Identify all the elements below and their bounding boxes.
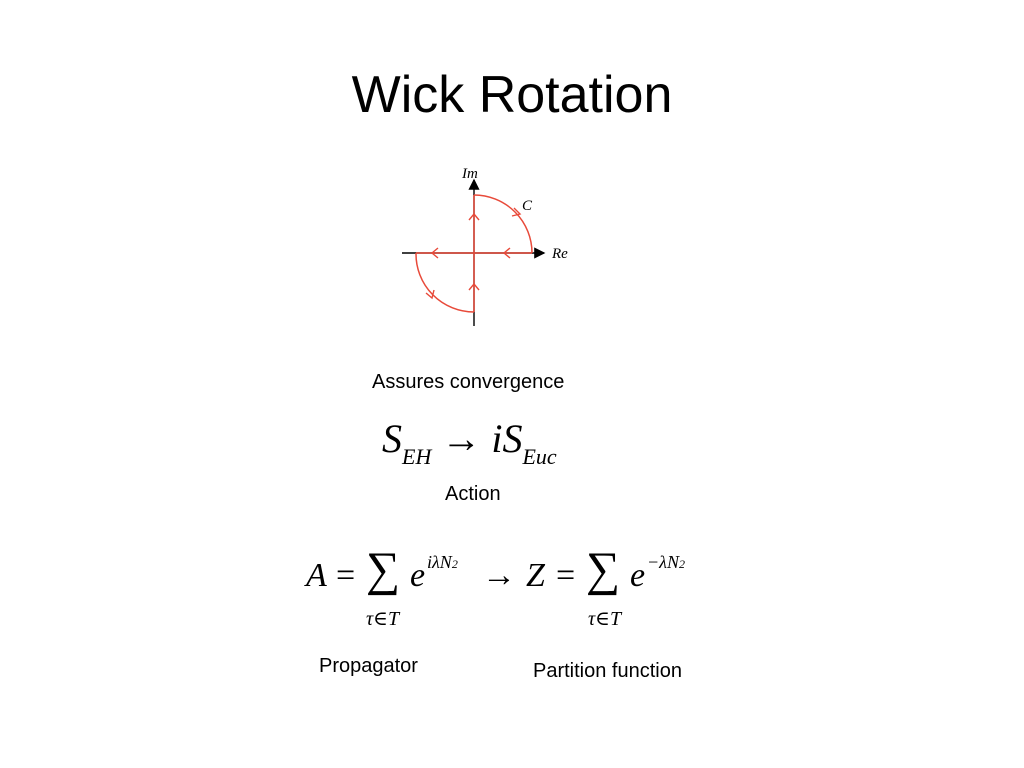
sum-equation: A = ∑ τ∈T e iλN2 → Z = ∑ τ∈T e −λN2 bbox=[300, 538, 720, 638]
sum-exponent-1: iλN2 bbox=[427, 552, 458, 572]
sum-sigma-1: ∑ bbox=[366, 543, 401, 596]
sum-eq-sign-2: = bbox=[556, 557, 576, 594]
sum-limit-1: τ∈T bbox=[366, 608, 400, 630]
action-rhs-sub: Euc bbox=[522, 444, 557, 469]
contour-label: C bbox=[522, 198, 533, 214]
wick-contour-diagram: Im Re C bbox=[402, 166, 568, 326]
action-lhs-sub: EH bbox=[402, 444, 432, 469]
slide-title: Wick Rotation bbox=[351, 66, 673, 124]
sum-e-1: e bbox=[410, 557, 426, 594]
sum-sigma-2: ∑ bbox=[586, 543, 621, 596]
caption-action: Action bbox=[445, 483, 501, 505]
sum-arrow: → bbox=[482, 557, 516, 594]
sum-a: A bbox=[306, 557, 327, 594]
sum-z: Z bbox=[526, 557, 545, 594]
sum-limit-2: τ∈T bbox=[588, 608, 622, 630]
real-axis-label: Re bbox=[551, 246, 568, 262]
action-lhs: S bbox=[382, 416, 402, 461]
sum-e-2: e bbox=[630, 557, 646, 594]
imaginary-axis-label: Im bbox=[461, 166, 478, 182]
sum-eq-sign-1: = bbox=[336, 557, 356, 594]
caption-partition-function: Partition function bbox=[533, 660, 682, 682]
contour-direction-arrows bbox=[425, 207, 522, 300]
caption-assures-convergence: Assures convergence bbox=[372, 371, 565, 393]
action-rhs: iS bbox=[491, 416, 523, 461]
action-equation: SEH → iSEuc bbox=[382, 414, 557, 468]
action-arrow: → bbox=[441, 416, 482, 461]
sum-exponent-2: −λN2 bbox=[647, 552, 685, 572]
caption-propagator: Propagator bbox=[319, 655, 418, 677]
